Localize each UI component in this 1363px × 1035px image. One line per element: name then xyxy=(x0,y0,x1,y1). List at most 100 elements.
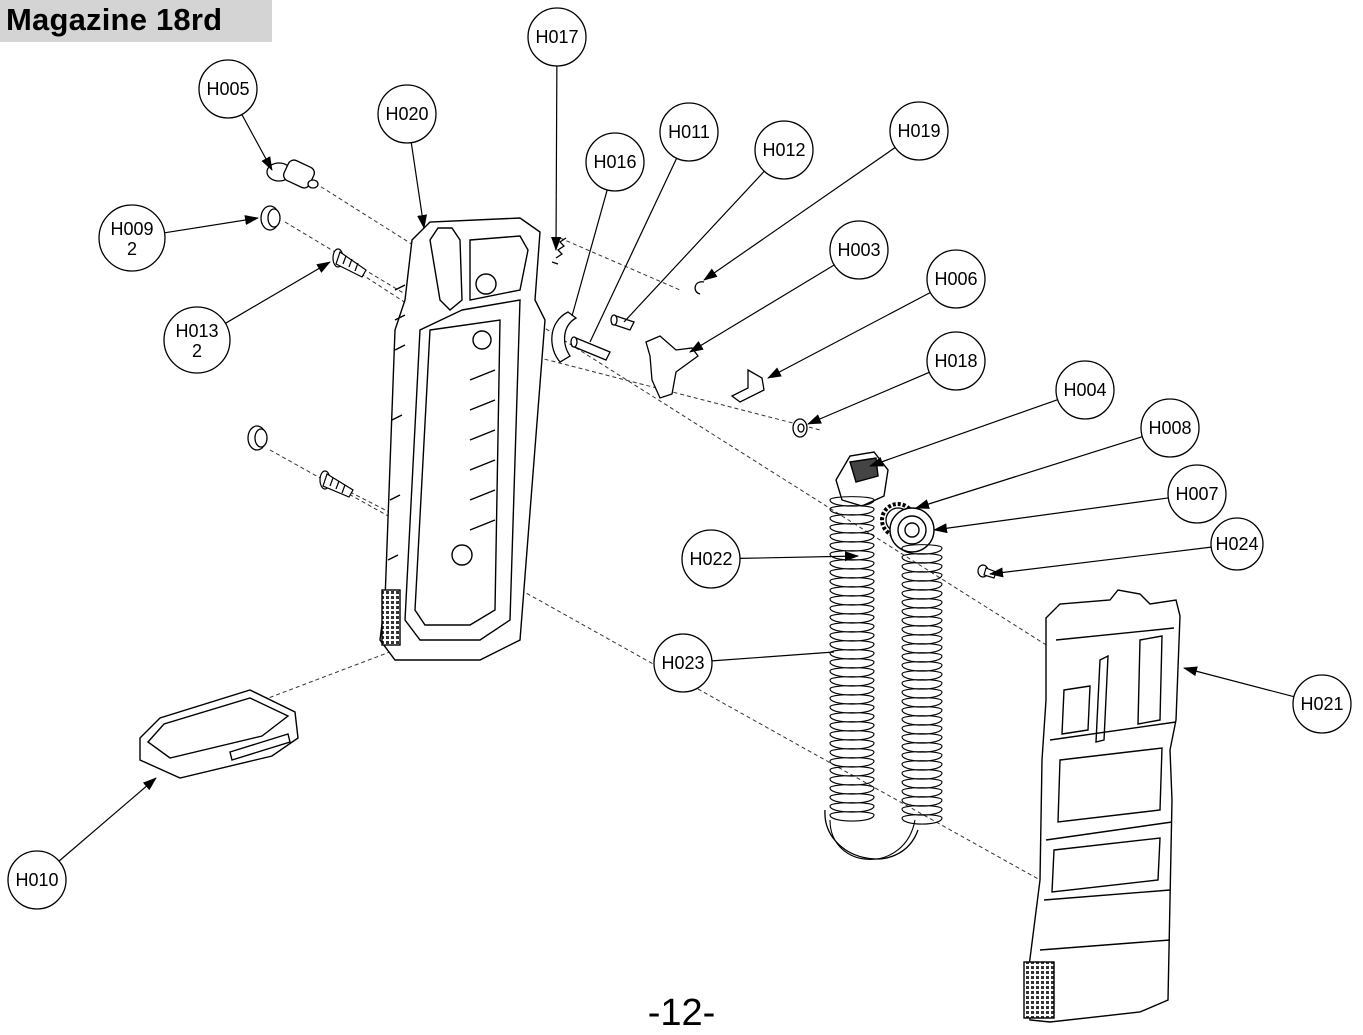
page-number: -12- xyxy=(647,992,716,1034)
leader-line-h024 xyxy=(989,546,1212,578)
callout-h021: H021 xyxy=(1292,674,1352,734)
callout-label: H013 xyxy=(175,321,218,341)
callout-h016: H016 xyxy=(585,132,645,192)
callout-h007: H007 xyxy=(1167,464,1227,524)
callout-h005: H005 xyxy=(198,59,258,119)
part-h024-drawing xyxy=(977,564,997,579)
callout-label: H020 xyxy=(385,104,428,124)
leader-line-h020 xyxy=(410,142,428,229)
callout-circle xyxy=(653,633,713,693)
leader-line-h019 xyxy=(703,147,896,281)
callout-label: H006 xyxy=(934,269,977,289)
title-banner: Magazine 18rd xyxy=(0,0,272,42)
part-h017-drawing xyxy=(551,237,567,265)
callout-circle xyxy=(163,306,231,374)
callout-label: H023 xyxy=(661,653,704,673)
callout-h022: H022 xyxy=(681,529,741,589)
callout-label: H016 xyxy=(593,152,636,172)
part-h011-drawing xyxy=(570,336,611,361)
part-h010-drawing xyxy=(139,689,299,779)
leader-line-h016 xyxy=(571,189,608,317)
part-h009-drawing xyxy=(247,205,281,451)
callout-label: H008 xyxy=(1148,418,1191,438)
leader-line-h022 xyxy=(739,551,859,562)
callout-h024: H024 xyxy=(1210,517,1264,571)
part-h019-drawing xyxy=(694,281,705,295)
callout-circle xyxy=(7,850,67,910)
part-h021-drawing xyxy=(1023,589,1181,1023)
callout-h017: H017 xyxy=(527,7,587,67)
callout-h008: H008 xyxy=(1140,398,1200,458)
callout-circle xyxy=(926,331,986,391)
leader-line-h023 xyxy=(711,651,835,662)
callout-label: H011 xyxy=(668,122,710,142)
part-h013-drawing xyxy=(319,248,367,498)
leader-line-h017 xyxy=(551,65,562,251)
callout-h019: H019 xyxy=(889,101,949,161)
leader-line-h009 xyxy=(164,215,259,234)
leader-line-h021 xyxy=(1183,666,1295,698)
callout-label: H018 xyxy=(934,351,977,371)
part-h018-drawing xyxy=(792,418,808,438)
callout-h023: H023 xyxy=(653,633,713,693)
callout-label: H017 xyxy=(535,27,578,47)
part-h020-drawing xyxy=(379,217,546,661)
callout-quantity: 2 xyxy=(127,239,137,259)
callout-circle xyxy=(1140,398,1200,458)
callout-circle xyxy=(527,7,587,67)
callout-circle xyxy=(1210,517,1264,571)
callout-circle xyxy=(585,132,645,192)
callout-circle xyxy=(1292,674,1352,734)
callout-circle xyxy=(198,59,258,119)
part-h023-spring-drawing xyxy=(824,496,943,860)
leader-line-h013 xyxy=(225,261,331,324)
callout-circle xyxy=(98,204,166,272)
leader-line-h008 xyxy=(915,436,1143,509)
leader-line-h003 xyxy=(689,264,835,353)
callout-circle xyxy=(377,84,437,144)
callout-label: H022 xyxy=(689,549,732,569)
leader-line-h018 xyxy=(807,371,930,425)
leader-line-h012 xyxy=(623,170,765,323)
leader-lines xyxy=(58,65,1295,862)
callout-label: H003 xyxy=(837,240,880,260)
page-title: Magazine 18rd xyxy=(6,2,223,37)
callout-circle xyxy=(1055,360,1115,420)
callout-h011: H011 xyxy=(659,102,719,162)
callout-h012: H012 xyxy=(754,120,814,180)
callout-label: H021 xyxy=(1300,694,1343,714)
callout-quantity: 2 xyxy=(192,341,202,361)
callout-label: H004 xyxy=(1063,380,1106,400)
callout-circle xyxy=(754,120,814,180)
leader-line-h005 xyxy=(241,114,273,171)
callout-label: H019 xyxy=(897,121,940,141)
leader-line-h011 xyxy=(589,157,678,343)
part-h012-drawing xyxy=(610,314,635,331)
callout-circle xyxy=(926,249,986,309)
callout-h020: H020 xyxy=(377,84,437,144)
leader-line-h006 xyxy=(767,291,931,379)
callout-circle xyxy=(659,102,719,162)
part-h007-drawing xyxy=(889,507,935,553)
callout-label: H024 xyxy=(1215,534,1258,554)
callout-h010: H010 xyxy=(7,850,67,910)
part-h004-drawing xyxy=(835,451,889,507)
callout-h004: H004 xyxy=(1055,360,1115,420)
part-h003-drawing xyxy=(645,335,699,399)
callout-h018: H018 xyxy=(926,331,986,391)
callout-label: H010 xyxy=(15,870,58,890)
callout-group: H005H020H0092H0132H017H016H011H012H019H0… xyxy=(7,7,1352,910)
callout-circle xyxy=(1167,464,1227,524)
callout-h006: H006 xyxy=(926,249,986,309)
callout-label: H005 xyxy=(206,79,249,99)
callout-circle xyxy=(829,220,889,280)
callout-label: H012 xyxy=(762,140,805,160)
callout-circle xyxy=(681,529,741,589)
callout-label: H009 xyxy=(110,219,153,239)
callout-h003: H003 xyxy=(829,220,889,280)
part-h005-drawing xyxy=(266,159,319,189)
callout-circle xyxy=(889,101,949,161)
